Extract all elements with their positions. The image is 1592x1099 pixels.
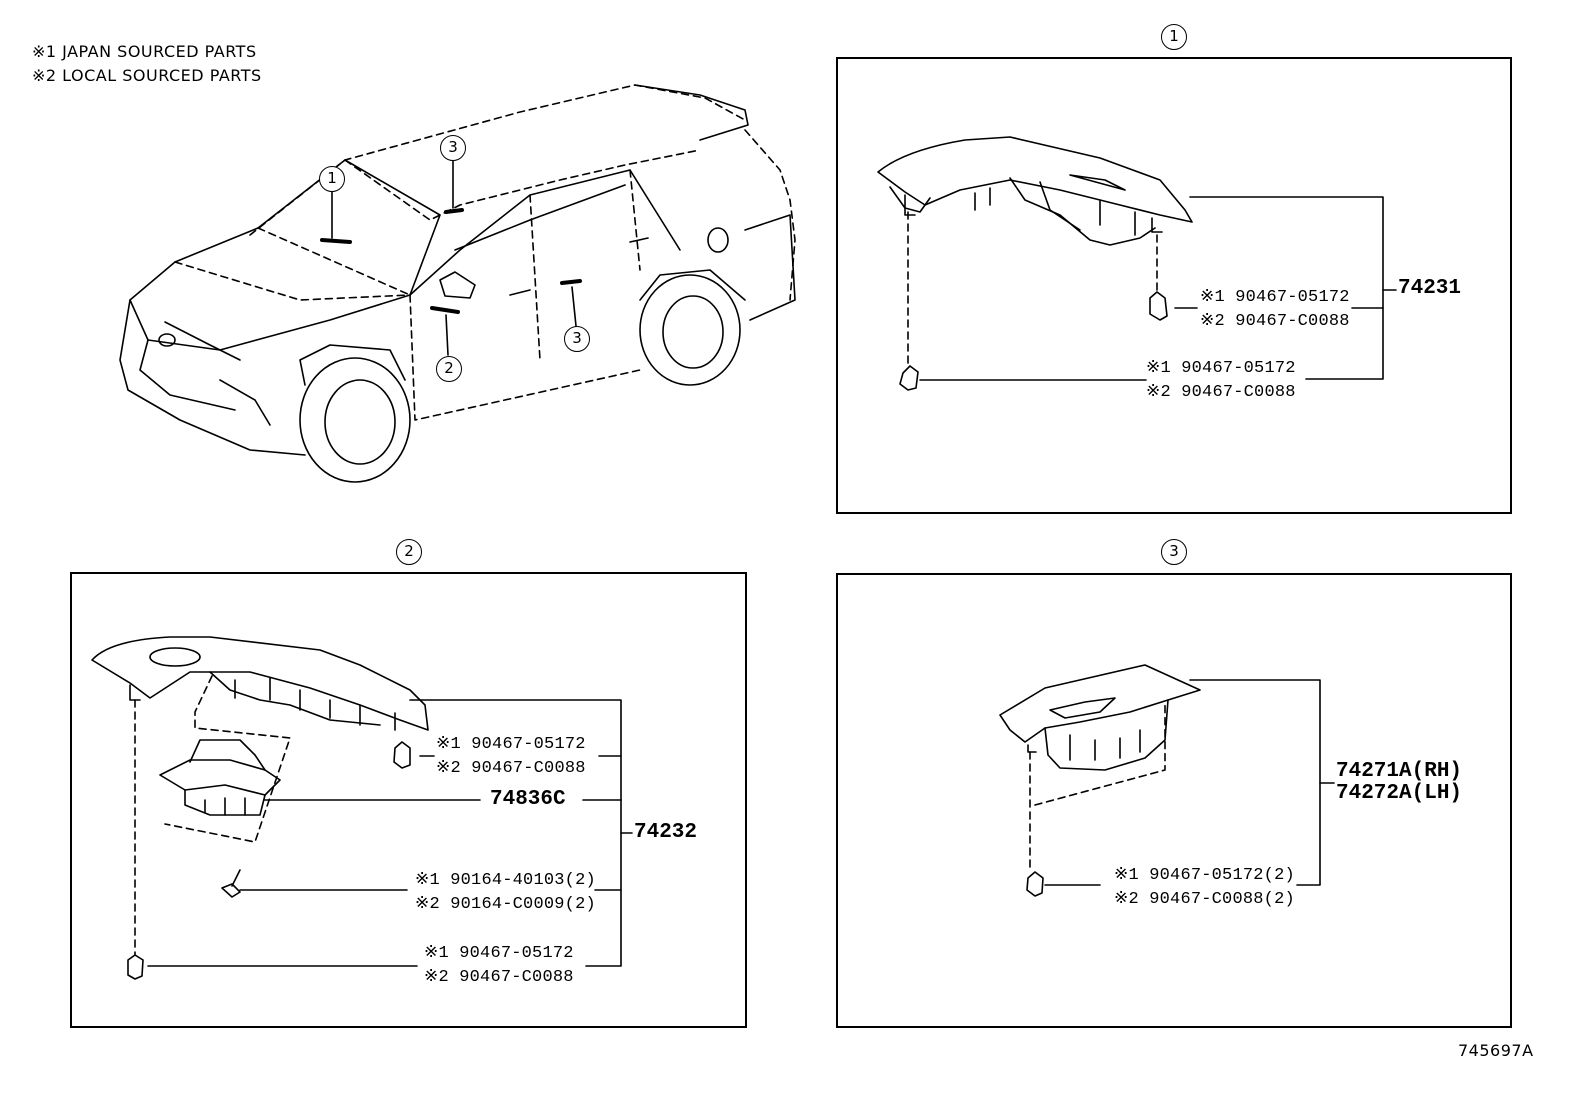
p2-screw-local: ※2 90164-C0009(2) (415, 895, 596, 914)
p3-assembly-lh: 74272A(LH) (1336, 782, 1463, 805)
panel-2-frame (70, 572, 747, 1028)
local-sourced-note: ※2 LOCAL SOURCED PARTS (32, 66, 262, 85)
p2-lower-clip-japan: ※1 90467-05172 (424, 944, 574, 963)
p3-assembly-rh: 74271A(RH) (1336, 760, 1463, 783)
p1-upper-clip-local: ※2 90467-C0088 (1200, 312, 1350, 331)
vehicle-illustration (119, 84, 796, 483)
p2-lower-clip-local: ※2 90467-C0088 (424, 968, 574, 987)
diagram-code: 745697A (1458, 1041, 1534, 1060)
p1-lower-clip-local: ※2 90467-C0088 (1146, 383, 1296, 402)
callout-3-overview-roof: 3 (440, 135, 466, 161)
panel-3-art (999, 664, 1335, 897)
p2-assembly-number: 74232 (634, 821, 698, 844)
panel-1-callout: 1 (1161, 24, 1187, 50)
japan-sourced-note: ※1 JAPAN SOURCED PARTS (32, 42, 257, 61)
panel-2-art (91, 636, 633, 980)
panel-3-frame (836, 573, 1512, 1028)
panel-2-callout: 2 (396, 539, 422, 565)
callout-2-overview: 2 (436, 356, 462, 382)
p1-lower-clip-japan: ※1 90467-05172 (1146, 359, 1296, 378)
p3-clip-japan: ※1 90467-05172(2) (1114, 866, 1295, 885)
callout-1-overview: 1 (319, 166, 345, 192)
p3-clip-local: ※2 90467-C0088(2) (1114, 890, 1295, 909)
panel-1-art (877, 136, 1397, 391)
p1-assembly-number: 74231 (1398, 277, 1462, 300)
p1-upper-clip-japan: ※1 90467-05172 (1200, 288, 1350, 307)
p2-switch-base-number: 74836C (490, 788, 566, 811)
p2-screw-japan: ※1 90164-40103(2) (415, 871, 596, 890)
callout-3-overview-door: 3 (564, 326, 590, 352)
p2-upper-clip-japan: ※1 90467-05172 (436, 735, 586, 754)
panel-1-frame (836, 57, 1512, 514)
panel-3-callout: 3 (1161, 539, 1187, 565)
p2-upper-clip-local: ※2 90467-C0088 (436, 759, 586, 778)
